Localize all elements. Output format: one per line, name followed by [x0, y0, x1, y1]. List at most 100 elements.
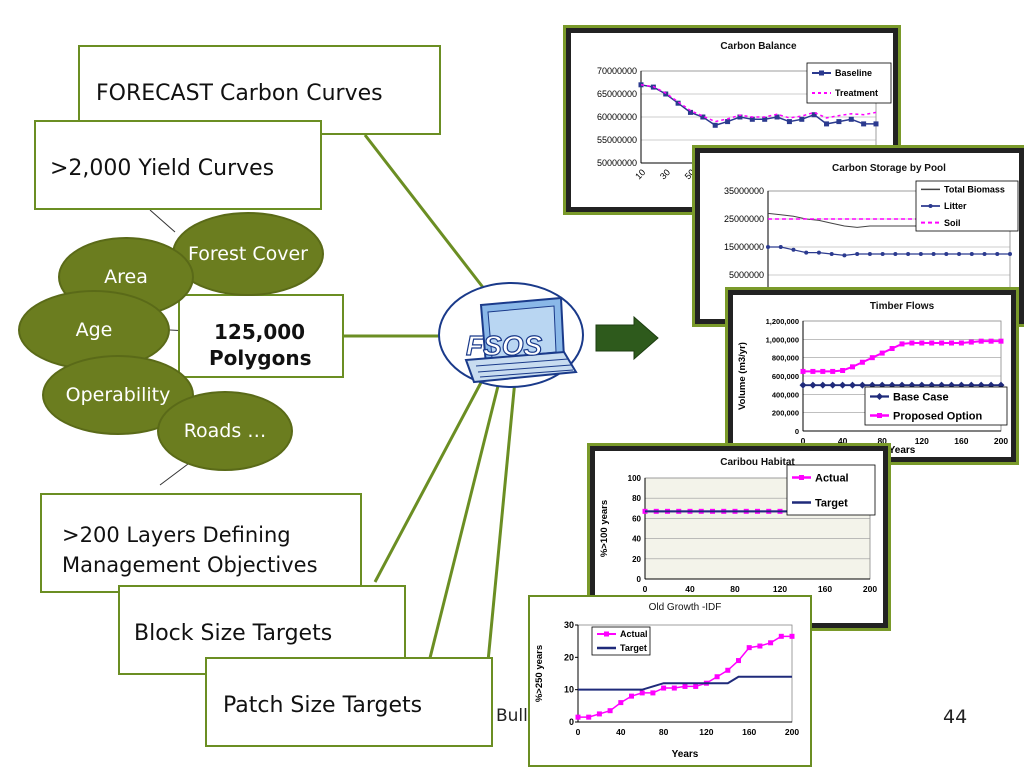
layers-line2: Management Objectives: [62, 553, 318, 577]
data-point: [663, 91, 669, 97]
data-point: [880, 252, 885, 256]
data-point: [840, 368, 846, 373]
legend-marker: [877, 413, 882, 418]
age-label: Age: [75, 319, 113, 341]
fsos-computer-icon: FSOS: [438, 282, 584, 388]
data-point: [762, 116, 768, 122]
data-point: [693, 683, 699, 689]
data-point: [836, 119, 842, 125]
forest-cover-label: Forest Cover: [188, 243, 308, 265]
forest-cover-oval: Forest Cover: [172, 212, 324, 296]
data-point: [850, 364, 855, 370]
y-tick-label: 0: [637, 575, 642, 584]
chart-title: Timber Flows: [870, 301, 935, 312]
data-point: [757, 643, 763, 649]
y-tick-label: 80: [632, 494, 641, 503]
y-tick-label: 25000000: [724, 214, 764, 224]
data-point: [958, 340, 964, 346]
data-point: [811, 112, 817, 118]
y-tick-label: 1,200,000: [766, 317, 799, 326]
data-point: [855, 252, 860, 256]
roads-label: Roads …: [183, 420, 267, 442]
legend-box: [864, 386, 1008, 426]
data-point: [799, 381, 807, 389]
series-line: [640, 84, 877, 123]
data-point: [725, 119, 731, 125]
data-point: [607, 708, 613, 714]
legend-marker: [928, 204, 933, 208]
legend-label: Actual: [620, 629, 648, 639]
roads-oval: Roads …: [157, 391, 293, 471]
data-point: [824, 121, 830, 127]
legend-label: Litter: [944, 201, 967, 211]
legend-label: Soil: [944, 218, 961, 228]
y-tick-label: 15000000: [724, 242, 764, 252]
legend-label: Target: [815, 497, 848, 509]
y-tick-label: 60: [632, 514, 641, 523]
data-point: [800, 368, 806, 374]
data-point: [879, 350, 885, 356]
data-point: [675, 100, 681, 106]
data-point: [939, 340, 945, 346]
y-tick-label: 5000000: [729, 270, 764, 280]
timber-flows-svg: Timber Flows1,200,0001,000,000800,000600…: [737, 301, 1008, 456]
data-point: [858, 381, 866, 389]
data-point: [918, 252, 923, 256]
y-tick-label: 1,000,000: [766, 335, 799, 344]
data-point: [766, 245, 770, 249]
yield-curves-box: >2,000 Yield Curves: [34, 120, 322, 210]
data-point: [978, 338, 984, 344]
y-tick-label: 10: [564, 685, 574, 695]
legend-marker: [604, 631, 609, 637]
operability-label: Operability: [65, 384, 171, 406]
legend-box: [786, 464, 876, 516]
data-point: [869, 355, 875, 361]
y-tick-label: 200,000: [772, 409, 799, 418]
y-axis-label: %>100 years: [599, 500, 610, 557]
data-point: [873, 121, 879, 127]
y-tick-label: 600,000: [772, 372, 799, 381]
data-point: [988, 338, 994, 344]
chart-title: Old Growth -IDF: [649, 602, 722, 613]
data-point: [899, 341, 905, 347]
y-tick-label: 55000000: [597, 135, 637, 145]
fsos-label: FSOS: [466, 330, 543, 361]
data-point: [687, 109, 693, 115]
series-line: [768, 246, 1010, 257]
y-tick-label: 35000000: [724, 186, 764, 196]
data-point: [596, 711, 602, 717]
data-point: [629, 693, 634, 699]
data-point: [829, 252, 834, 256]
data-point: [906, 252, 911, 256]
data-point: [736, 658, 741, 664]
data-point: [816, 250, 821, 255]
legend-marker: [819, 70, 824, 76]
data-point: [998, 338, 1004, 344]
y-tick-label: 0: [569, 717, 574, 727]
layers-line1: >200 Layers Defining: [62, 523, 291, 547]
data-point: [661, 685, 667, 691]
data-point: [778, 633, 784, 639]
legend-label: Treatment: [835, 88, 878, 98]
x-tick-label: 120: [915, 436, 929, 446]
x-tick-label: 0: [643, 584, 648, 594]
data-point: [969, 252, 974, 256]
data-point: [746, 645, 752, 651]
carbon-storage-svg: Carbon Storage by Pool350000002500000015…: [724, 163, 1019, 308]
x-tick-label: 160: [742, 727, 756, 737]
x-tick-label: 200: [994, 436, 1008, 446]
y-tick-label: 40: [632, 535, 641, 544]
x-tick-label: 0: [576, 727, 581, 737]
patch-label: Patch Size Targets: [223, 693, 423, 718]
chart-title: Caribou Habitat: [720, 457, 795, 468]
x-tick-label: 120: [699, 727, 713, 737]
data-point: [799, 116, 805, 122]
data-point: [575, 714, 581, 720]
legend-label: Base Case: [893, 391, 949, 403]
data-point: [639, 690, 645, 696]
y-tick-label: 400,000: [772, 390, 799, 399]
